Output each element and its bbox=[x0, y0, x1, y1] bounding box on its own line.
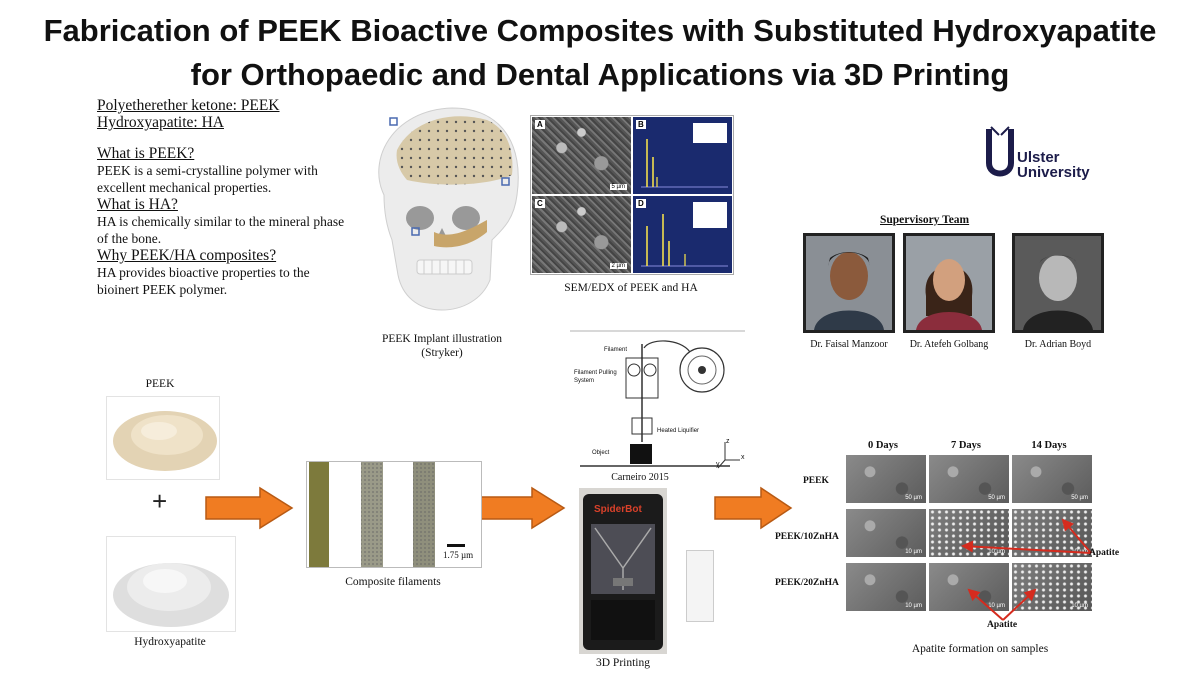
label-object: Object bbox=[592, 450, 610, 456]
supervisory-team-heading: Supervisory Team bbox=[880, 214, 970, 226]
portrait-icon bbox=[806, 236, 892, 330]
printing-caption: 3D Printing bbox=[596, 657, 650, 669]
abbr-peek: Polyetherether ketone: PEEK bbox=[97, 97, 280, 114]
apatite-label-right: Apatite bbox=[1089, 548, 1120, 558]
member-name-3: Dr. Adrian Boyd bbox=[1024, 339, 1092, 350]
answer-ha: HA is chemically similar to the mineral … bbox=[97, 214, 345, 246]
col-0-days: 0 Days bbox=[867, 440, 899, 451]
ha-powder-image bbox=[106, 536, 236, 632]
logo-text-line2: University bbox=[1017, 164, 1090, 181]
implant-caption-line2: (Stryker) bbox=[421, 347, 463, 359]
sem-20znha-14d: 10 µm bbox=[1012, 563, 1092, 611]
process-arrow-1-icon bbox=[205, 486, 294, 530]
sem-edx-figure: A 5 µm B C 2 µm D bbox=[530, 115, 734, 275]
sem-tag-a: A bbox=[535, 120, 545, 129]
fdm-printer-schematic bbox=[570, 330, 745, 469]
question-ha: What is HA? bbox=[97, 196, 178, 213]
peek-powder-image bbox=[106, 396, 220, 480]
edx-spectrum-b bbox=[641, 123, 728, 188]
abbr-ha: Hydroxyapatite: HA bbox=[97, 114, 224, 131]
apatite-results-grid: 0 Days 7 Days 14 Days PEEK PEEK/10ZnHA P… bbox=[773, 440, 1123, 640]
sem-caption: SEM/EDX of PEEK and HA bbox=[564, 282, 698, 294]
peek-powder-label: PEEK bbox=[145, 378, 175, 390]
sem-10znha-14d: 10 µm bbox=[1012, 509, 1092, 557]
printer-side-photo bbox=[686, 550, 714, 622]
apatite-pointer-arrows bbox=[961, 518, 1092, 621]
photo-atefeh-golbang bbox=[903, 233, 995, 333]
label-pulling-1: Filament Pulling bbox=[574, 370, 617, 376]
carneiro-citation: Carneiro 2015 bbox=[611, 472, 669, 483]
scale-50um: 50 µm bbox=[905, 495, 922, 501]
implant-caption-line1: PEEK Implant illustration bbox=[381, 333, 503, 345]
row-peek-10znha: PEEK/10ZnHA bbox=[775, 532, 839, 542]
edx-panel-d: D bbox=[633, 196, 732, 273]
portrait-icon bbox=[1015, 236, 1101, 330]
sem-tag-b: B bbox=[636, 120, 646, 129]
sem-scale-c: 2 µm bbox=[609, 263, 627, 269]
scale-10um: 10 µm bbox=[1071, 603, 1088, 609]
spiderbot-printer-photo bbox=[579, 488, 667, 654]
sem-10znha-0d: 10 µm bbox=[846, 509, 926, 557]
peek-powder-pile bbox=[113, 411, 217, 471]
row-peek: PEEK bbox=[803, 476, 829, 486]
row-peek-20znha: PEEK/20ZnHA bbox=[775, 578, 839, 588]
scale-50um: 50 µm bbox=[1071, 495, 1088, 501]
scale-10um: 10 µm bbox=[988, 549, 1005, 555]
poster-title-line2: for Orthopaedic and Dental Applications … bbox=[190, 57, 1010, 92]
answer-composite: HA provides bioactive properties to the … bbox=[97, 265, 310, 297]
question-composite: Why PEEK/HA composites? bbox=[97, 247, 277, 264]
member-name-1: Dr. Faisal Manzoor bbox=[810, 339, 888, 350]
sem-scale-a: 5 µm bbox=[609, 184, 627, 190]
info-block: Polyetherether ketone: PEEK Hydroxyapati… bbox=[97, 97, 347, 298]
portrait-icon bbox=[906, 236, 992, 330]
col-14-days: 14 Days bbox=[1031, 440, 1067, 451]
member-name-2: Dr. Atefeh Golbang bbox=[909, 339, 989, 350]
filaments-caption: Composite filaments bbox=[345, 576, 441, 588]
axis-z-label: z bbox=[726, 438, 730, 445]
photo-faisal-manzoor bbox=[803, 233, 895, 333]
scale-10um: 10 µm bbox=[905, 549, 922, 555]
edx-panel-b: B bbox=[633, 117, 732, 194]
composite-filaments-image: 1.75 µm bbox=[306, 461, 482, 568]
photo-adrian-boyd bbox=[1012, 233, 1104, 333]
sem-tag-d: D bbox=[636, 199, 646, 208]
label-filament: Filament bbox=[604, 347, 628, 353]
logo-text-line1: Ulster bbox=[1017, 149, 1060, 166]
ulster-logo-mark-icon bbox=[986, 126, 1014, 177]
scale-10um: 10 µm bbox=[905, 603, 922, 609]
sem-peek-0d: 50 µm bbox=[846, 455, 926, 503]
scale-10um: 10 µm bbox=[988, 603, 1005, 609]
label-pulling-2: System bbox=[574, 378, 595, 384]
filament-scale-label: 1.75 µm bbox=[443, 550, 474, 560]
sem-panel-c: C 2 µm bbox=[532, 196, 631, 273]
col-7-days: 7 Days bbox=[950, 440, 982, 451]
sem-peek-7d: 50 µm bbox=[929, 455, 1009, 503]
sem-peek-14d: 50 µm bbox=[1012, 455, 1092, 503]
filament-strands bbox=[309, 462, 465, 567]
scale-50um: 50 µm bbox=[988, 495, 1005, 501]
label-heated-liquifier: Heated Liquifier bbox=[657, 428, 700, 434]
plus-sign: + bbox=[152, 486, 168, 516]
printer-brand-label: SpiderBot bbox=[594, 504, 642, 515]
poster-title-line1: Fabrication of PEEK Bioactive Composites… bbox=[43, 13, 1157, 48]
ha-powder-pile bbox=[113, 563, 229, 627]
skull-implant-illustration bbox=[378, 107, 519, 311]
ulster-university-logo: Ulster University bbox=[985, 125, 1095, 185]
process-arrow-3-icon bbox=[714, 486, 793, 530]
edx-spectrum-d bbox=[641, 202, 728, 267]
sem-20znha-0d: 10 µm bbox=[846, 563, 926, 611]
process-arrow-2-icon bbox=[477, 486, 566, 530]
question-peek: What is PEEK? bbox=[97, 145, 195, 162]
apatite-label-bottom: Apatite bbox=[987, 620, 1018, 630]
answer-peek: PEEK is a semi-crystalline polymer with … bbox=[97, 163, 318, 195]
axis-x-label: x bbox=[741, 454, 745, 461]
ha-powder-label: Hydroxyapatite bbox=[134, 636, 206, 648]
sem-20znha-7d: 10 µm bbox=[929, 563, 1009, 611]
axis-y-label: y bbox=[716, 461, 720, 468]
sem-tag-c: C bbox=[535, 199, 545, 208]
sem-panel-a: A 5 µm bbox=[532, 117, 631, 194]
apatite-caption: Apatite formation on samples bbox=[911, 643, 1049, 655]
